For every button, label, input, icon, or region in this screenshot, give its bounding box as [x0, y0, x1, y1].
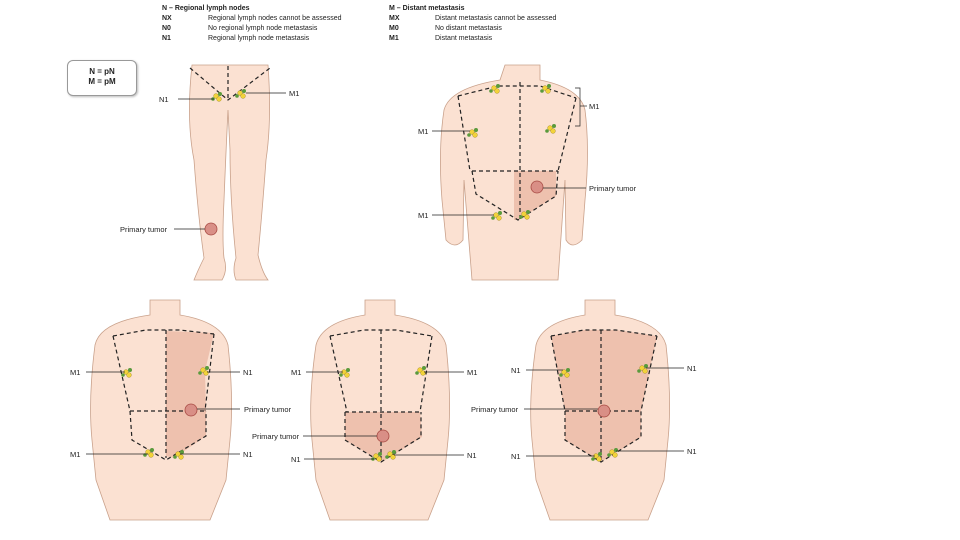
label-n1: N1	[291, 455, 301, 464]
primary-tumor-marker	[377, 430, 389, 442]
label-m1: M1	[467, 368, 477, 377]
label-n1: N1	[511, 366, 521, 375]
primary-tumor-marker	[185, 404, 197, 416]
figure-torso-midline-tumor: N1 N1 Primary tumor N1 N1	[471, 300, 697, 520]
primary-tumor-marker	[205, 223, 217, 235]
label-n1: N1	[687, 447, 697, 456]
label-n1: N1	[467, 451, 477, 460]
label-m1: M1	[291, 368, 301, 377]
label-m1: M1	[70, 368, 80, 377]
label-primary-tumor: Primary tumor	[252, 432, 300, 441]
figure-torso-pelvis-tumor: M1 M1 Primary tumor M1	[418, 65, 637, 280]
label-m1: M1	[289, 89, 299, 98]
label-n1: N1	[687, 364, 697, 373]
label-n1: N1	[159, 95, 169, 104]
label-primary-tumor: Primary tumor	[589, 184, 637, 193]
figure-torso-right-trunk-tumor: M1 N1 Primary tumor M1 N1	[70, 300, 292, 520]
label-m1: M1	[589, 102, 599, 111]
label-n1: N1	[243, 368, 253, 377]
figure-legs: N1 M1 Primary tumor	[120, 65, 299, 280]
primary-tumor-marker	[531, 181, 543, 193]
label-m1: M1	[418, 211, 428, 220]
label-primary-tumor: Primary tumor	[120, 225, 168, 234]
label-primary-tumor: Primary tumor	[244, 405, 292, 414]
label-m1: M1	[70, 450, 80, 459]
label-primary-tumor: Primary tumor	[471, 405, 519, 414]
label-m1: M1	[418, 127, 428, 136]
primary-tumor-marker	[598, 405, 610, 417]
label-n1: N1	[511, 452, 521, 461]
label-n1: N1	[243, 450, 253, 459]
